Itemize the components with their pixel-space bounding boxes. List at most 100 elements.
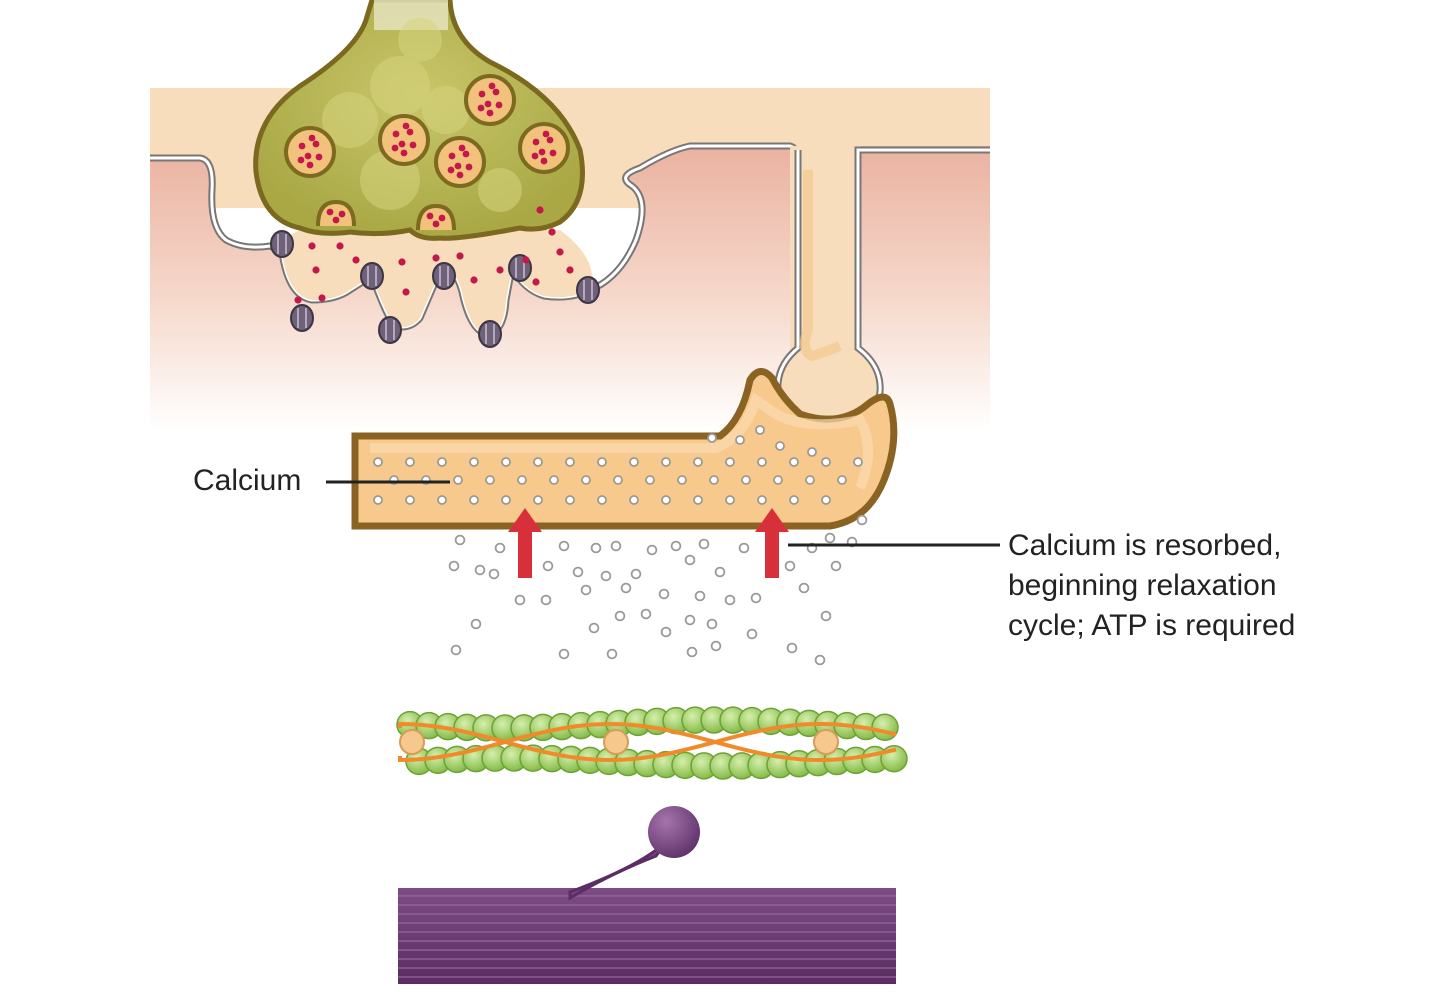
calcium-ion-icon bbox=[693, 495, 703, 505]
acetylcholine-icon bbox=[536, 206, 544, 214]
calcium-ion-icon bbox=[837, 475, 847, 485]
calcium-ion-icon bbox=[693, 457, 703, 467]
calcium-ion-icon bbox=[661, 457, 671, 467]
calcium-ion-icon bbox=[789, 495, 799, 505]
receptor-icon bbox=[576, 276, 600, 304]
synaptic-vesicle bbox=[518, 122, 570, 174]
sr-lumen-highlight bbox=[370, 391, 873, 490]
receptor-icon bbox=[378, 316, 402, 344]
calcium-ion-icon bbox=[469, 495, 479, 505]
calcium-ion-icon bbox=[501, 495, 511, 505]
calcium-ion-icon bbox=[590, 542, 602, 554]
resorbed-line-3: cycle; ATP is required bbox=[1008, 609, 1296, 642]
calcium-ion-icon bbox=[725, 457, 735, 467]
calcium-ion-icon bbox=[549, 475, 559, 485]
calcium-ion-icon bbox=[588, 622, 600, 634]
calcium-ion-icon bbox=[448, 560, 460, 572]
calcium-ion-icon bbox=[501, 457, 511, 467]
calcium-ion-icon bbox=[514, 594, 526, 606]
calcium-ion-icon bbox=[405, 457, 415, 467]
calcium-ion-icon bbox=[684, 614, 696, 626]
calcium-ion-icon bbox=[450, 644, 462, 656]
calcium-ion-icon bbox=[614, 610, 626, 622]
resorbed-line-1: Calcium is resorbed, bbox=[1008, 529, 1282, 562]
calcium-ion-icon bbox=[470, 618, 482, 630]
receptor-icon bbox=[360, 262, 384, 290]
fusing-vesicle bbox=[316, 199, 356, 227]
acetylcholine-molecules bbox=[294, 206, 574, 304]
calcium-ion-icon bbox=[640, 608, 652, 620]
calcium-ion-icon bbox=[533, 457, 543, 467]
calcium-ion-icon bbox=[485, 475, 495, 485]
calcium-ion-icon bbox=[820, 610, 832, 622]
calcium-ion-icon bbox=[558, 540, 570, 552]
calcium-ion-icon bbox=[629, 457, 639, 467]
calcium-ion-icon bbox=[698, 538, 710, 550]
calcium-ion-icon bbox=[686, 646, 698, 658]
acetylcholine-icon bbox=[566, 266, 574, 274]
calcium-ion-icon bbox=[606, 648, 618, 660]
calcium-ion-icon bbox=[735, 435, 745, 445]
receptor-icon bbox=[478, 320, 502, 348]
calcium-ion-icon bbox=[805, 475, 815, 485]
calcium-ion-icon bbox=[853, 457, 863, 467]
receptor-icon bbox=[290, 304, 314, 332]
acetylcholine-icon bbox=[432, 254, 440, 262]
calcium-ion-icon bbox=[437, 495, 447, 505]
myosin-striations bbox=[398, 895, 896, 978]
calcium-ion-icon bbox=[677, 475, 687, 485]
calcium-ion-icon bbox=[807, 447, 817, 457]
acetylcholine-icon bbox=[318, 294, 326, 302]
calcium-ion-icon bbox=[405, 495, 415, 505]
calcium-ion-icon bbox=[600, 570, 612, 582]
calcium-ion-icon bbox=[658, 588, 670, 600]
calcium-ion-icon bbox=[517, 475, 527, 485]
calcium-ion-icon bbox=[746, 628, 758, 640]
thin-filament bbox=[396, 706, 908, 780]
sarcoplasm bbox=[150, 146, 990, 430]
calcium-ion-icon bbox=[670, 540, 682, 552]
resorbed-annotation: Calcium is resorbed, beginning relaxatio… bbox=[1008, 526, 1295, 646]
calcium-ion-icon bbox=[494, 542, 506, 554]
calcium-ion-icon bbox=[786, 642, 798, 654]
calcium-uptake-arrows bbox=[508, 508, 789, 578]
acetylcholine-icon bbox=[336, 242, 344, 250]
tropomyosin-strand bbox=[398, 721, 897, 762]
calcium-ion-icon bbox=[661, 495, 671, 505]
acetylcholine-icon bbox=[532, 278, 540, 286]
tropomyosin-strand bbox=[398, 722, 897, 763]
troponin-icon bbox=[813, 729, 839, 755]
calcium-label: Calcium bbox=[193, 464, 302, 497]
calcium-ion-icon bbox=[597, 495, 607, 505]
red-up-arrow-icon bbox=[508, 508, 542, 578]
synaptic-vesicle bbox=[378, 114, 430, 166]
acetylcholine-icon bbox=[294, 296, 302, 304]
calcium-ion-icon bbox=[821, 495, 831, 505]
receptor-icon bbox=[270, 230, 294, 258]
acetylcholine-icon bbox=[398, 258, 406, 266]
calcium-ion-icon bbox=[613, 475, 623, 485]
troponin-icon bbox=[603, 729, 629, 755]
calcium-ion-icon bbox=[565, 457, 575, 467]
myosin-filament bbox=[398, 888, 896, 984]
receptor-icon bbox=[432, 262, 456, 290]
resorbed-line-2: beginning relaxation bbox=[1008, 569, 1277, 602]
actin-monomer bbox=[871, 713, 899, 742]
calcium-ion-icon bbox=[856, 514, 868, 526]
calcium-ion-icon bbox=[454, 534, 466, 546]
calcium-ion-icon bbox=[830, 560, 842, 572]
synaptic-vesicles bbox=[284, 74, 570, 231]
calcium-ion-icon bbox=[597, 457, 607, 467]
calcium-ion-icon bbox=[660, 626, 672, 638]
calcium-ion-icon bbox=[725, 495, 735, 505]
acetylcholine-icon bbox=[308, 242, 316, 250]
calcium-ion-icon bbox=[824, 532, 836, 544]
calcium-ion-icon bbox=[684, 554, 696, 566]
calcium-ion-icon bbox=[469, 457, 479, 467]
calcium-ion-icon bbox=[757, 457, 767, 467]
calcium-ion-icon bbox=[373, 495, 383, 505]
calcium-ion-icon bbox=[581, 475, 591, 485]
calcium-ion-icon bbox=[565, 495, 575, 505]
calcium-ion-icon bbox=[437, 457, 447, 467]
